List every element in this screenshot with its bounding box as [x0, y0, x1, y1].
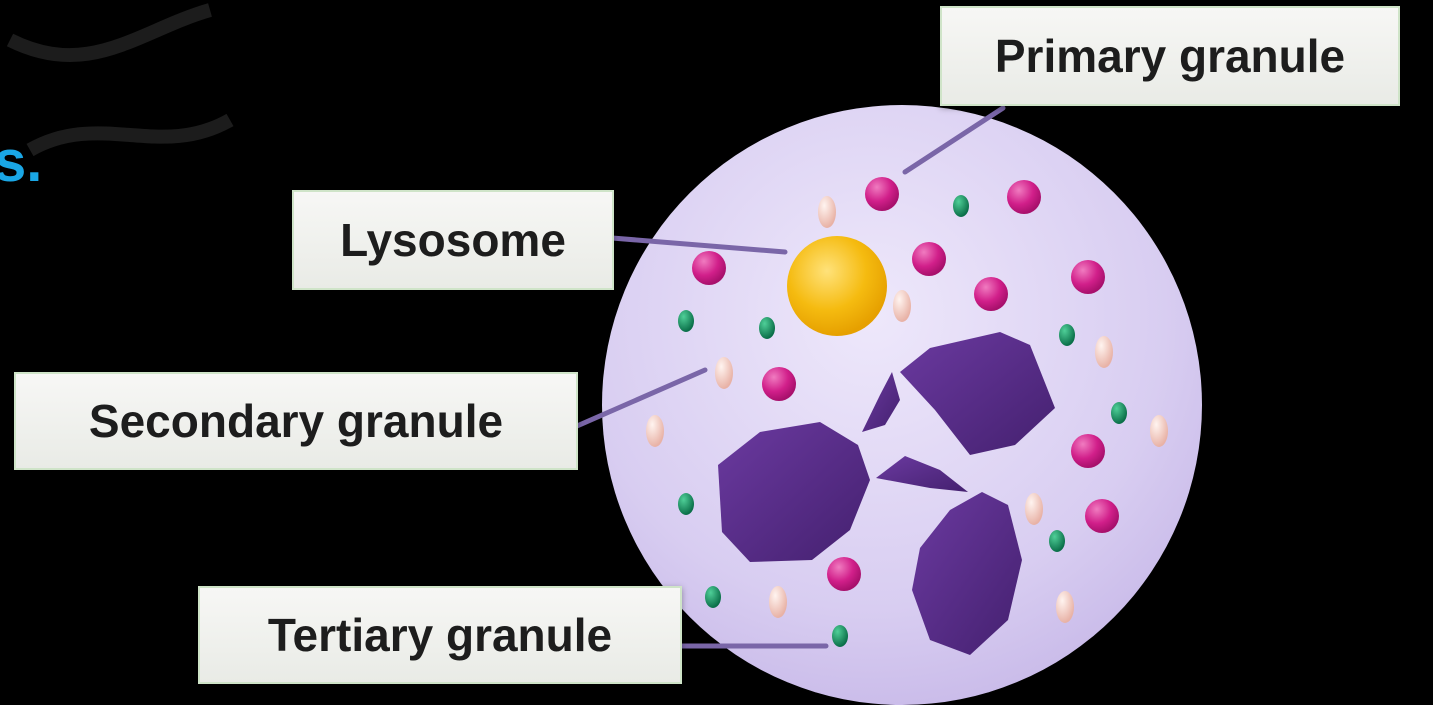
tertiary-granule	[1059, 324, 1075, 346]
primary-granule	[865, 177, 899, 211]
secondary-granule	[715, 357, 733, 389]
label-lysosome-text: Lysosome	[340, 213, 566, 267]
primary-granule	[692, 251, 726, 285]
primary-granule	[1085, 499, 1119, 533]
tertiary-granule	[705, 586, 721, 608]
cell-body	[602, 105, 1202, 705]
secondary-granule	[769, 586, 787, 618]
secondary-granule	[1025, 493, 1043, 525]
label-tertiary-granule-text: Tertiary granule	[268, 608, 612, 662]
secondary-granule	[646, 415, 664, 447]
primary-granule	[1071, 260, 1105, 294]
primary-granule	[912, 242, 946, 276]
secondary-granule	[818, 196, 836, 228]
tertiary-granule	[953, 195, 969, 217]
primary-granule	[1071, 434, 1105, 468]
lysosome	[787, 236, 887, 336]
tertiary-granule	[759, 317, 775, 339]
tertiary-granule	[1111, 402, 1127, 424]
label-secondary-granule: Secondary granule	[14, 372, 578, 470]
label-primary-granule: Primary granule	[940, 6, 1400, 106]
label-lysosome: Lysosome	[292, 190, 614, 290]
secondary-granule	[1150, 415, 1168, 447]
primary-granule	[827, 557, 861, 591]
label-tertiary-granule: Tertiary granule	[198, 586, 682, 684]
tertiary-granule	[1049, 530, 1065, 552]
primary-granule	[974, 277, 1008, 311]
background-decoration	[10, 10, 230, 150]
secondary-granule	[1056, 591, 1074, 623]
tertiary-granule	[832, 625, 848, 647]
secondary-granule	[1095, 336, 1113, 368]
label-secondary-granule-text: Secondary granule	[89, 394, 503, 448]
label-primary-granule-text: Primary granule	[995, 29, 1345, 83]
primary-granule	[762, 367, 796, 401]
tertiary-granule	[678, 493, 694, 515]
primary-granule	[1007, 180, 1041, 214]
tertiary-granule	[678, 310, 694, 332]
secondary-granule	[893, 290, 911, 322]
